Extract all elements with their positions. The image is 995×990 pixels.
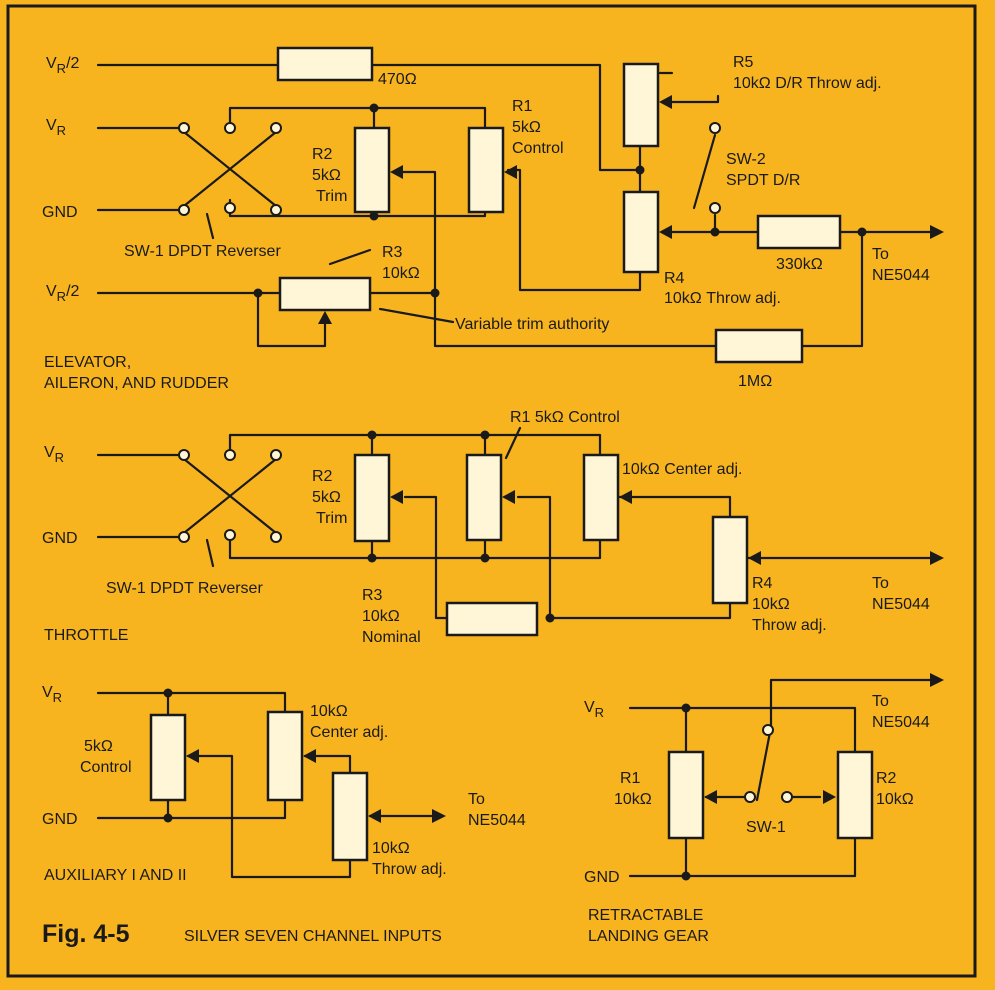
r5-desc: 10kΩ D/R Throw adj. xyxy=(733,75,882,92)
ne5044-label-1: NE5044 xyxy=(872,267,930,284)
figure-border xyxy=(6,4,977,978)
resistor-1m xyxy=(714,328,804,364)
wiper-r3 xyxy=(318,311,332,324)
aux-resistor-control xyxy=(149,713,187,802)
throttle-resistor-r1 xyxy=(465,453,503,542)
r2-desc: Trim xyxy=(316,188,347,205)
aux-resistor-center xyxy=(266,710,304,802)
to-label-2: To xyxy=(872,575,889,592)
ne5044-label-4: NE5044 xyxy=(872,714,930,731)
gear-title-1: RETRACTABLE xyxy=(588,907,703,924)
auxiliary-section: VR GND 5kΩ Control 10kΩ Center adj. 10kΩ… xyxy=(42,684,526,884)
elevator-section: VR/2 VR GND VR/2 470Ω R5 10kΩ D/R Throw … xyxy=(42,46,944,392)
resistor-r1 xyxy=(467,126,505,214)
resistor-r3 xyxy=(278,276,372,312)
wiper-r4 xyxy=(659,225,672,239)
sw1-label-1: SW-1 DPDT Reverser xyxy=(124,243,281,260)
vr-label-4: VR xyxy=(584,699,604,720)
to-label-1: To xyxy=(872,246,889,263)
aux-throw-value: 10kΩ xyxy=(372,840,410,857)
aux-center-value: 10kΩ xyxy=(310,703,348,720)
sw2-desc: SPDT D/R xyxy=(726,172,800,189)
aux-center-desc: Center adj. xyxy=(310,724,388,741)
resistor-r2 xyxy=(353,126,391,214)
throttle-r2-name: R2 xyxy=(312,468,333,485)
r470-label: 470Ω xyxy=(378,71,417,88)
r330k-label: 330kΩ xyxy=(776,256,823,273)
r3-name: R3 xyxy=(382,244,403,261)
resistor-r4 xyxy=(622,190,660,274)
gear-r2-name: R2 xyxy=(876,770,897,787)
figure-caption: SILVER SEVEN CHANNEL INPUTS xyxy=(184,928,442,945)
throttle-r4-name: R4 xyxy=(752,575,773,592)
vr-label-1: VR xyxy=(46,117,66,138)
aux-resistor-throw xyxy=(331,771,369,862)
r4-name: R4 xyxy=(664,270,685,287)
ne5044-label-3: NE5044 xyxy=(468,812,526,829)
r3-value: 10kΩ xyxy=(382,265,420,282)
ne5044-label-2: NE5044 xyxy=(872,596,930,613)
trim-note: Variable trim authority xyxy=(455,316,609,333)
aux-control-value: 5kΩ xyxy=(84,738,113,755)
throttle-resistor-r3 xyxy=(445,601,539,637)
gnd-label-2: GND xyxy=(42,530,78,547)
r1m-label: 1MΩ xyxy=(738,373,772,390)
throttle-resistor-r2 xyxy=(353,453,391,543)
throttle-resistor-center xyxy=(582,453,620,542)
gnd-label-1: GND xyxy=(42,204,78,221)
r2-value: 5kΩ xyxy=(312,167,341,184)
gnd-label-4: GND xyxy=(584,869,620,886)
r1-value: 5kΩ xyxy=(512,119,541,136)
throttle-r1-label: R1 5kΩ Control xyxy=(510,409,620,426)
wiper-r2 xyxy=(390,165,403,179)
r4-desc: 10kΩ Throw adj. xyxy=(664,290,781,307)
throttle-r2-value: 5kΩ xyxy=(312,489,341,506)
throttle-center-label: 10kΩ Center adj. xyxy=(622,461,742,478)
aux-throw-desc: Throw adj. xyxy=(372,861,447,878)
throttle-r3-value: 10kΩ xyxy=(362,608,400,625)
to-label-4: To xyxy=(872,693,889,710)
r5-name: R5 xyxy=(733,54,754,71)
aux-title: AUXILIARY I AND II xyxy=(44,867,187,884)
to-label-3: To xyxy=(468,791,485,808)
gear-r2-value: 10kΩ xyxy=(876,791,914,808)
sw1-label-2: SW-1 DPDT Reverser xyxy=(106,580,263,597)
vr-label-3: VR xyxy=(42,684,62,705)
throttle-r3-desc: Nominal xyxy=(362,629,421,646)
resistor-330k xyxy=(756,214,842,250)
vr-half-label-2: VR/2 xyxy=(46,283,80,304)
wiper-r1 xyxy=(504,165,517,179)
gear-resistor-r1 xyxy=(667,750,705,840)
throttle-resistor-r4 xyxy=(711,515,749,605)
gear-r1-name: R1 xyxy=(620,770,641,787)
gear-sw-label: SW-1 xyxy=(746,819,786,836)
vr-half-label-1: VR/2 xyxy=(46,55,80,76)
resistor-470 xyxy=(276,46,374,82)
vr-label-2: VR xyxy=(44,444,64,465)
gear-section: VR GND To NE5044 R1 10kΩ R2 10kΩ SW-1 RE… xyxy=(584,673,944,945)
elevator-title-2: AILERON, AND RUDDER xyxy=(44,375,229,392)
gear-r1-value: 10kΩ xyxy=(614,791,652,808)
r1-desc: Control xyxy=(512,140,564,157)
gear-resistor-r2 xyxy=(836,750,874,840)
wiper-r5 xyxy=(659,95,672,109)
aux-control-desc: Control xyxy=(80,759,132,776)
elevator-title-1: ELEVATOR, xyxy=(44,354,131,371)
throttle-r2-desc: Trim xyxy=(316,510,347,527)
throttle-r3-name: R3 xyxy=(362,587,383,604)
figure-number: Fig. 4-5 xyxy=(42,920,130,948)
throttle-section: VR GND R1 5kΩ Control 10kΩ Center adj. R… xyxy=(42,409,944,646)
throttle-title: THROTTLE xyxy=(44,627,128,644)
sw2-name: SW-2 xyxy=(726,151,766,168)
throttle-r4-desc: Throw adj. xyxy=(752,617,827,634)
gear-title-2: LANDING GEAR xyxy=(588,928,709,945)
r2-name: R2 xyxy=(312,146,333,163)
output-arrow xyxy=(930,225,944,239)
gnd-label-3: GND xyxy=(42,811,78,828)
r1-name: R1 xyxy=(512,98,533,115)
resistor-r5 xyxy=(622,62,660,148)
throttle-r4-value: 10kΩ xyxy=(752,596,790,613)
